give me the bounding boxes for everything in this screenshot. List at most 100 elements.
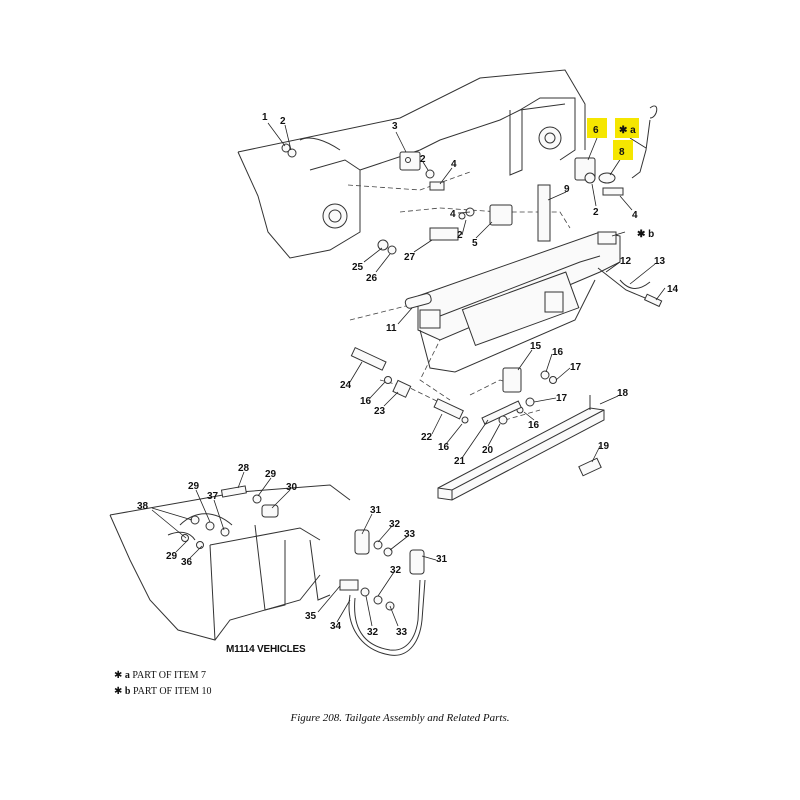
callout-32: 32	[390, 565, 402, 576]
callout-11: 11	[386, 323, 397, 334]
bolt-4b	[602, 187, 624, 196]
latch-block	[544, 291, 564, 313]
latch-31	[354, 529, 370, 555]
callout-21: 21	[454, 456, 466, 467]
callout-4: 4	[450, 209, 456, 220]
bolt-4	[429, 181, 445, 191]
callout-13: 13	[654, 256, 666, 267]
callout-a: ✱ a	[619, 125, 636, 136]
note-letter: a	[124, 670, 130, 681]
washer-8	[598, 172, 616, 184]
callout-28: 28	[238, 463, 250, 474]
figure-caption: Figure 208. Tailgate Assembly and Relate…	[290, 712, 510, 724]
callout-20: 20	[482, 445, 494, 456]
callout-27: 27	[404, 252, 416, 263]
strap-7	[631, 119, 651, 179]
callout-15: 15	[530, 341, 542, 352]
callout-24: 24	[340, 380, 352, 391]
latch-31b	[409, 549, 425, 575]
note-a: ✱ a PART OF ITEM 7	[114, 670, 206, 681]
callout-38: 38	[137, 501, 149, 512]
cable-34	[348, 579, 426, 656]
callout-22: 22	[421, 432, 433, 443]
callout-16: 16	[438, 442, 450, 453]
callout-9: 9	[564, 184, 570, 195]
hinge-bracket-5	[489, 204, 513, 226]
step-bar-18	[437, 395, 605, 501]
callout-highlights	[587, 118, 639, 160]
callout-2: 2	[420, 154, 426, 165]
note-b: ✱ b PART OF ITEM 10	[114, 686, 212, 697]
callout-17: 17	[556, 393, 568, 404]
washer-2	[425, 169, 435, 179]
highlight-a	[615, 118, 639, 138]
callout-2: 2	[280, 116, 286, 127]
callout-34: 34	[330, 621, 342, 632]
callout-31: 31	[370, 505, 382, 516]
lower-hardware	[181, 485, 426, 656]
callout-5: 5	[472, 238, 478, 249]
bolt-22	[433, 398, 464, 420]
callout-b: ✱ b	[637, 229, 654, 240]
washer-26	[387, 245, 397, 255]
note-text: PART OF ITEM 7	[132, 670, 206, 681]
callout-29: 29	[166, 551, 178, 562]
callout-16: 16	[552, 347, 564, 358]
callout-31: 31	[436, 554, 448, 565]
callout-18: 18	[617, 388, 629, 399]
callout-2: 2	[593, 207, 599, 218]
callout-30: 30	[286, 482, 298, 493]
washer-2b	[287, 148, 297, 158]
callout-19: 19	[598, 441, 610, 452]
callout-33: 33	[396, 627, 408, 638]
callout-29: 29	[265, 469, 277, 480]
tailgate-panel	[417, 231, 663, 373]
strap-hook	[649, 105, 658, 119]
bracket-35	[339, 579, 359, 591]
callout-32: 32	[367, 627, 379, 638]
callout-labels: 1 2 3 2 4 6 ✱ a 8 9 2 4 ✱ b 4 2 5 27 25 …	[137, 112, 679, 655]
highlight-8	[613, 140, 633, 160]
vehicle-body-upper	[237, 69, 586, 259]
callout-33: 33	[404, 529, 416, 540]
callout-25: 25	[352, 262, 364, 273]
seal-9	[537, 184, 551, 242]
bolt-14	[643, 293, 663, 308]
bolt-24	[350, 346, 387, 371]
highlight-6	[587, 118, 607, 138]
callout-2: 2	[457, 230, 463, 241]
callout-4: 4	[632, 210, 638, 221]
callout-23: 23	[374, 406, 386, 417]
callout-3: 3	[392, 121, 398, 132]
washer-2c	[584, 172, 596, 184]
callout-29: 29	[188, 481, 200, 492]
callout-6: 6	[593, 125, 599, 136]
hinge-15	[502, 367, 522, 393]
washer-29	[252, 494, 262, 504]
callout-26: 26	[366, 273, 378, 284]
bolt-19	[578, 457, 602, 477]
bolt-28	[220, 485, 247, 498]
callout-35: 35	[305, 611, 317, 622]
callout-12: 12	[620, 256, 632, 267]
callout-36: 36	[181, 557, 193, 568]
link-11	[404, 293, 432, 309]
nut-1	[281, 143, 291, 153]
note-letter: b	[124, 686, 131, 697]
callout-17: 17	[570, 362, 582, 373]
asterisk-icon: ✱	[114, 686, 123, 697]
plate-27	[429, 227, 459, 241]
nut-25	[377, 239, 389, 251]
asterisk-icon: ✱	[114, 670, 123, 681]
vehicle-label: M1114 VEHICLES	[226, 644, 306, 655]
vehicle-body-lower	[109, 484, 351, 641]
washer-16	[384, 376, 392, 384]
callout-37: 37	[207, 491, 219, 502]
hinge-hardware-upper	[281, 105, 658, 255]
tailgate-hardware	[350, 293, 557, 425]
washer-16d	[461, 416, 469, 424]
callout-16: 16	[528, 420, 540, 431]
callout-32: 32	[389, 519, 401, 530]
callout-1: 1	[262, 112, 268, 123]
